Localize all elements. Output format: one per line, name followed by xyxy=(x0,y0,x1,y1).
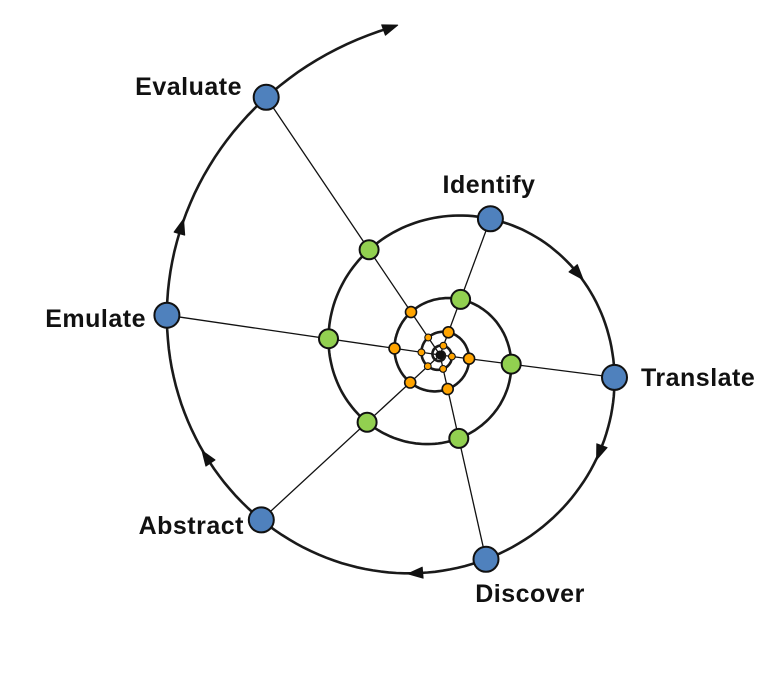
node-identify-middle xyxy=(450,288,472,310)
spiral-layer xyxy=(165,26,616,575)
node-abstract-outer xyxy=(247,506,275,534)
node-evaluate-innermost xyxy=(424,333,433,342)
node-discover-outer xyxy=(472,545,500,573)
label-discover: Discover xyxy=(475,580,585,608)
spiral-path xyxy=(165,26,616,575)
node-discover-inner xyxy=(441,382,455,396)
node-identify-inner xyxy=(442,325,455,339)
node-translate-outer xyxy=(601,363,628,391)
node-translate-innermost xyxy=(447,352,456,361)
spiral-direction-arrow-icon xyxy=(407,566,424,579)
node-discover-innermost xyxy=(439,364,448,373)
label-evaluate: Evaluate xyxy=(135,73,242,101)
spiral-direction-arrow-icon xyxy=(173,218,186,236)
node-abstract-inner xyxy=(403,376,417,389)
node-translate-inner xyxy=(462,352,476,366)
spokes-layer xyxy=(166,96,615,560)
node-abstract-innermost xyxy=(423,362,432,371)
center-dot xyxy=(435,350,445,360)
node-identify-outer xyxy=(476,205,504,233)
node-abstract-middle xyxy=(356,411,378,433)
labels-layer: Identify Translate Discover Abstract Emu… xyxy=(45,73,755,608)
node-emulate-middle xyxy=(318,328,339,350)
node-evaluate-inner xyxy=(404,305,418,319)
label-identify: Identify xyxy=(443,171,536,199)
nodes-layer xyxy=(153,83,628,573)
node-evaluate-outer xyxy=(252,83,280,111)
label-abstract: Abstract xyxy=(139,512,245,540)
spiral-direction-arrow-icon xyxy=(596,443,608,461)
label-translate: Translate xyxy=(641,364,755,392)
label-emulate: Emulate xyxy=(45,305,146,333)
node-emulate-outer xyxy=(153,301,181,329)
spiral-end-arrow-icon xyxy=(381,24,399,36)
node-identify-innermost xyxy=(439,341,448,350)
spiral-direction-arrow-icon xyxy=(201,450,216,467)
spiral-direction-arrow-icon xyxy=(568,264,584,280)
node-discover-middle xyxy=(448,427,470,449)
node-emulate-innermost xyxy=(417,348,426,357)
node-evaluate-middle xyxy=(358,239,380,261)
arrows-layer xyxy=(173,24,608,579)
node-emulate-inner xyxy=(388,342,401,355)
node-translate-middle xyxy=(500,353,522,375)
